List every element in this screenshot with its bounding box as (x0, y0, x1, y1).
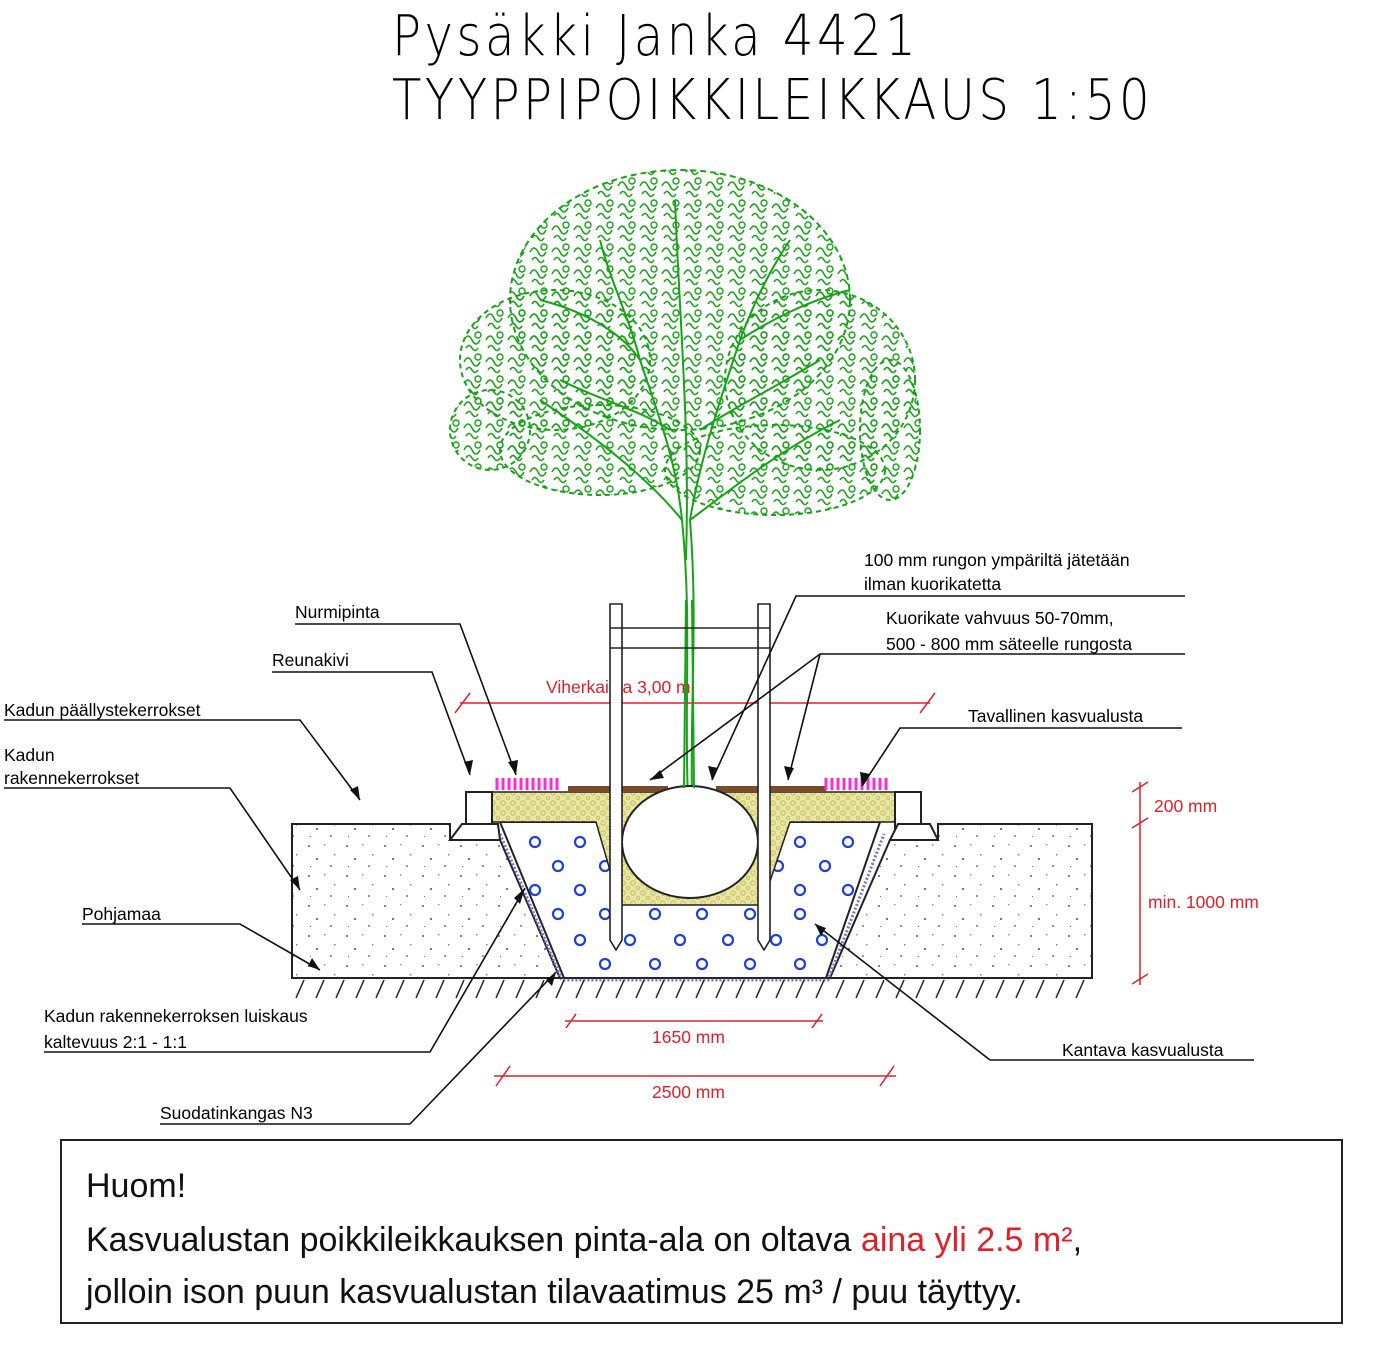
label-kantava-kasvualusta: Kantava kasvualusta (1062, 1040, 1224, 1060)
dimension-2500mm: 2500 mm (652, 1082, 725, 1102)
label-kuorikate-2: 500 - 800 mm säteelle rungosta (886, 634, 1132, 654)
root-ball (621, 785, 759, 899)
label-pohjamaa: Pohjamaa (82, 904, 161, 924)
hatch-stroke (795, 979, 805, 999)
note-text-a: Kasvualustan poikkileikkauksen pinta-ala… (86, 1221, 861, 1259)
hatch-stroke (615, 979, 625, 999)
label-rungon-1: 100 mm rungon ympäriltä jätetään (864, 550, 1130, 570)
dimension-vertical (1131, 781, 1149, 985)
curb-stones (448, 791, 940, 841)
tree-canopy (449, 169, 921, 516)
dimension-2500 (494, 1065, 896, 1087)
hatch-stroke (835, 979, 845, 999)
dimension-1650 (565, 1013, 823, 1029)
leader-lines (4, 595, 1254, 1125)
hatch-stroke (295, 979, 305, 999)
hatch-stroke (915, 979, 925, 999)
drawing-subtitle: TYYPPIPOIKKILEIKKAUS 1:50 (392, 68, 1154, 133)
hatch-stroke (1035, 979, 1045, 999)
hatch-stroke (815, 979, 825, 999)
note-volume-requirement: jolloin ison puun kasvualustan tilavaati… (86, 1273, 1023, 1311)
label-rungon-2: ilman kuorikatetta (864, 574, 1001, 594)
hatch-stroke (415, 979, 425, 999)
hatch-stroke (315, 979, 325, 999)
bark-mulch-right (716, 786, 826, 792)
tree-trunk (683, 599, 695, 789)
note-heading: Huom! (86, 1167, 187, 1205)
dimension-viherkaista (454, 692, 936, 714)
hatch-stroke (475, 979, 485, 999)
grass-tufts (495, 778, 888, 790)
label-reunakivi: Reunakivi (272, 650, 349, 670)
hatch-stroke (695, 979, 705, 999)
dimension-min-1000mm: min. 1000 mm (1148, 892, 1259, 912)
hatch-stroke (395, 979, 405, 999)
hatch-stroke (895, 979, 905, 999)
hatch-stroke (715, 979, 725, 999)
dimension-200mm: 200 mm (1154, 796, 1217, 816)
label-luiskaus-2: kaltevuus 2:1 - 1:1 (44, 1032, 187, 1052)
label-luiskaus-1: Kadun rakennekerroksen luiskaus (44, 1006, 308, 1026)
hatch-stroke (335, 979, 345, 999)
hatch-stroke (935, 979, 945, 999)
label-paallystekerrokset: Kadun päällystekerrokset (4, 700, 201, 720)
hatch-stroke (975, 979, 985, 999)
hatch-stroke (955, 979, 965, 999)
hatch-stroke (995, 979, 1005, 999)
hatch-stroke (1015, 979, 1025, 999)
ground-hatch-lines (295, 979, 1085, 999)
hatch-stroke (1055, 979, 1065, 999)
leader-arrowheads (290, 760, 870, 986)
hatch-stroke (775, 979, 785, 999)
note-area-requirement: Kasvualustan poikkileikkauksen pinta-ala… (86, 1221, 1082, 1260)
label-rakenne-1: Kadun (4, 745, 55, 765)
hatch-stroke (1075, 979, 1085, 999)
label-suodatinkangas: Suodatinkangas N3 (160, 1103, 313, 1123)
hatch-stroke (635, 979, 645, 999)
hatch-stroke (435, 979, 445, 999)
drawing-title: Pysäkki Janka 4421 (392, 4, 920, 69)
hatch-stroke (655, 979, 665, 999)
hatch-stroke (755, 979, 765, 999)
label-tavallinen-kasvualusta: Tavallinen kasvualusta (968, 706, 1143, 726)
hatch-stroke (515, 979, 525, 999)
hatch-stroke (595, 979, 605, 999)
support-stakes (609, 603, 771, 952)
note-text-b: , (1072, 1221, 1083, 1259)
hatch-stroke (355, 979, 365, 999)
note-box: Huom! Kasvualustan poikkileikkauksen pin… (60, 1139, 1343, 1324)
hatch-stroke (735, 979, 745, 999)
dimension-1650mm: 1650 mm (652, 1027, 725, 1047)
hatch-stroke (675, 979, 685, 999)
label-kuorikate-1: Kuorikate vahvuus 50-70mm, (886, 608, 1114, 628)
hatch-stroke (495, 979, 505, 999)
hatch-stroke (875, 979, 885, 999)
label-nurmipinta: Nurmipinta (295, 602, 380, 622)
hatch-stroke (555, 979, 565, 999)
hatch-stroke (455, 979, 465, 999)
hatch-stroke (855, 979, 865, 999)
aeration-circles (528, 835, 855, 971)
hatch-stroke (375, 979, 385, 999)
hatch-stroke (575, 979, 585, 999)
note-highlight: aina yli 2.5 m² (860, 1221, 1073, 1259)
label-rakenne-2: rakennekerrokset (4, 768, 139, 788)
